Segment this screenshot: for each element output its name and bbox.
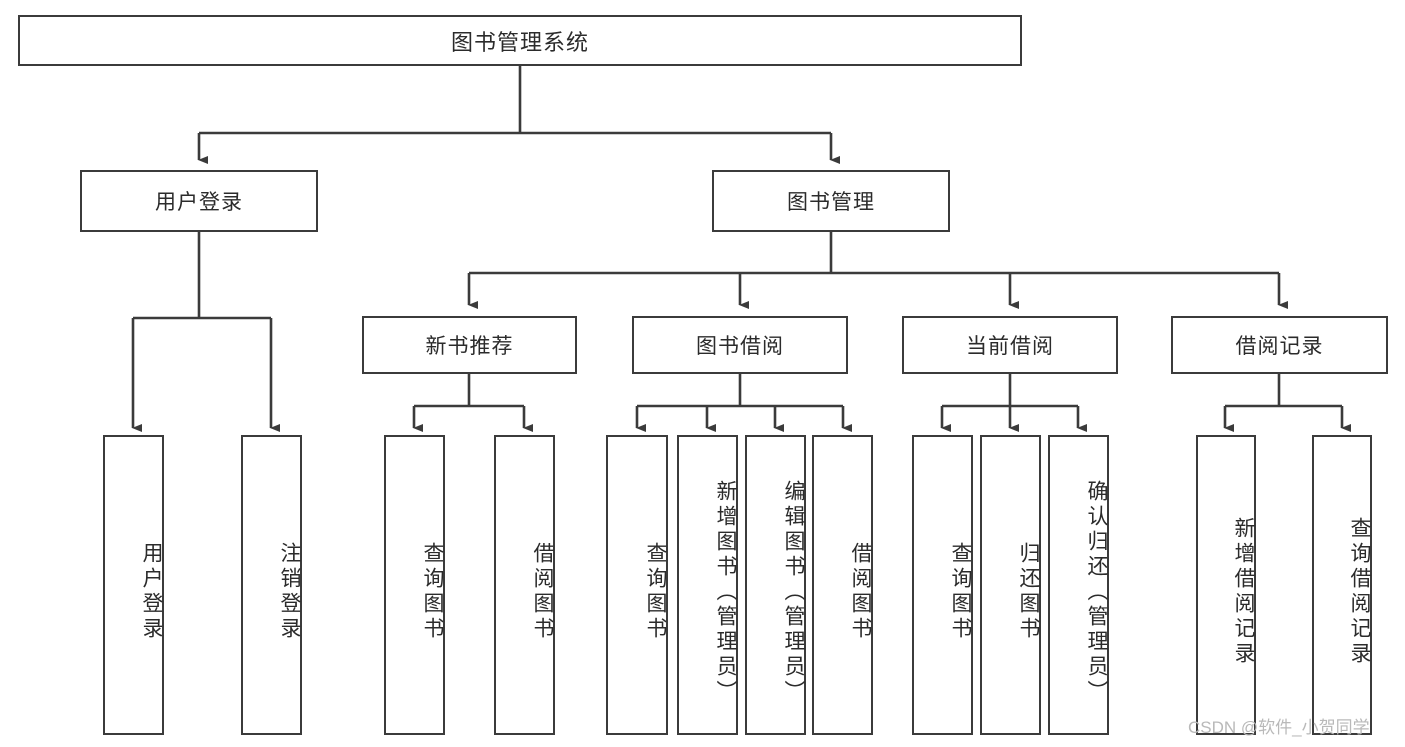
leaf-user-login-label: 用户登录	[140, 542, 163, 642]
leaf-query-book-2-label: 查询图书	[644, 542, 667, 642]
node-book-manage-label: 图书管理	[787, 191, 875, 214]
leaf-query-book-1-label: 查询图书	[421, 542, 444, 642]
node-borrow-record-label: 借阅记录	[1235, 335, 1324, 358]
node-new-book-recommend-label: 新书推荐	[425, 335, 514, 358]
leaf-borrow-book-1-label: 借阅图书	[531, 542, 554, 642]
leaf-borrow-book-1[interactable]: 借阅图书	[494, 435, 555, 735]
leaf-return-book-label: 归还图书	[1017, 542, 1040, 642]
leaf-query-book-1[interactable]: 查询图书	[384, 435, 445, 735]
leaf-return-book[interactable]: 归还图书	[980, 435, 1041, 735]
node-current-borrow[interactable]: 当前借阅	[902, 316, 1118, 374]
leaf-add-book[interactable]: 新增图书（管理员）	[677, 435, 738, 735]
leaf-borrow-book-2-label: 借阅图书	[849, 542, 872, 642]
leaf-query-book-3-label: 查询图书	[949, 542, 972, 642]
leaf-logout-login[interactable]: 注销登录	[241, 435, 302, 735]
leaf-confirm-return-label: 确认归还（管理员）	[1085, 479, 1108, 705]
node-book-manage[interactable]: 图书管理	[712, 170, 950, 232]
node-borrow-record[interactable]: 借阅记录	[1171, 316, 1388, 374]
leaf-add-record[interactable]: 新增借阅记录	[1196, 435, 1256, 735]
leaf-confirm-return[interactable]: 确认归还（管理员）	[1048, 435, 1109, 735]
node-book-borrow-label: 图书借阅	[696, 335, 784, 358]
node-root-label: 图书管理系统	[450, 29, 589, 55]
watermark: CSDN @软件_小贺同学	[1188, 718, 1370, 737]
node-current-borrow-label: 当前借阅	[966, 335, 1054, 358]
leaf-user-login[interactable]: 用户登录	[103, 435, 164, 735]
leaf-query-record-label: 查询借阅记录	[1348, 517, 1371, 667]
leaf-add-book-label: 新增图书（管理员）	[714, 479, 737, 705]
leaf-edit-book-label: 编辑图书（管理员）	[782, 479, 805, 705]
node-new-book-recommend[interactable]: 新书推荐	[362, 316, 577, 374]
leaf-query-record[interactable]: 查询借阅记录	[1312, 435, 1372, 735]
node-user-login-label: 用户登录	[155, 191, 243, 214]
leaf-add-record-label: 新增借阅记录	[1232, 517, 1255, 667]
leaf-query-book-2[interactable]: 查询图书	[606, 435, 668, 735]
node-root[interactable]: 图书管理系统	[18, 15, 1022, 66]
leaf-logout-login-label: 注销登录	[278, 542, 301, 642]
node-book-borrow[interactable]: 图书借阅	[632, 316, 848, 374]
leaf-borrow-book-2[interactable]: 借阅图书	[812, 435, 873, 735]
leaf-edit-book[interactable]: 编辑图书（管理员）	[745, 435, 806, 735]
leaf-query-book-3[interactable]: 查询图书	[912, 435, 973, 735]
node-user-login[interactable]: 用户登录	[80, 170, 318, 232]
